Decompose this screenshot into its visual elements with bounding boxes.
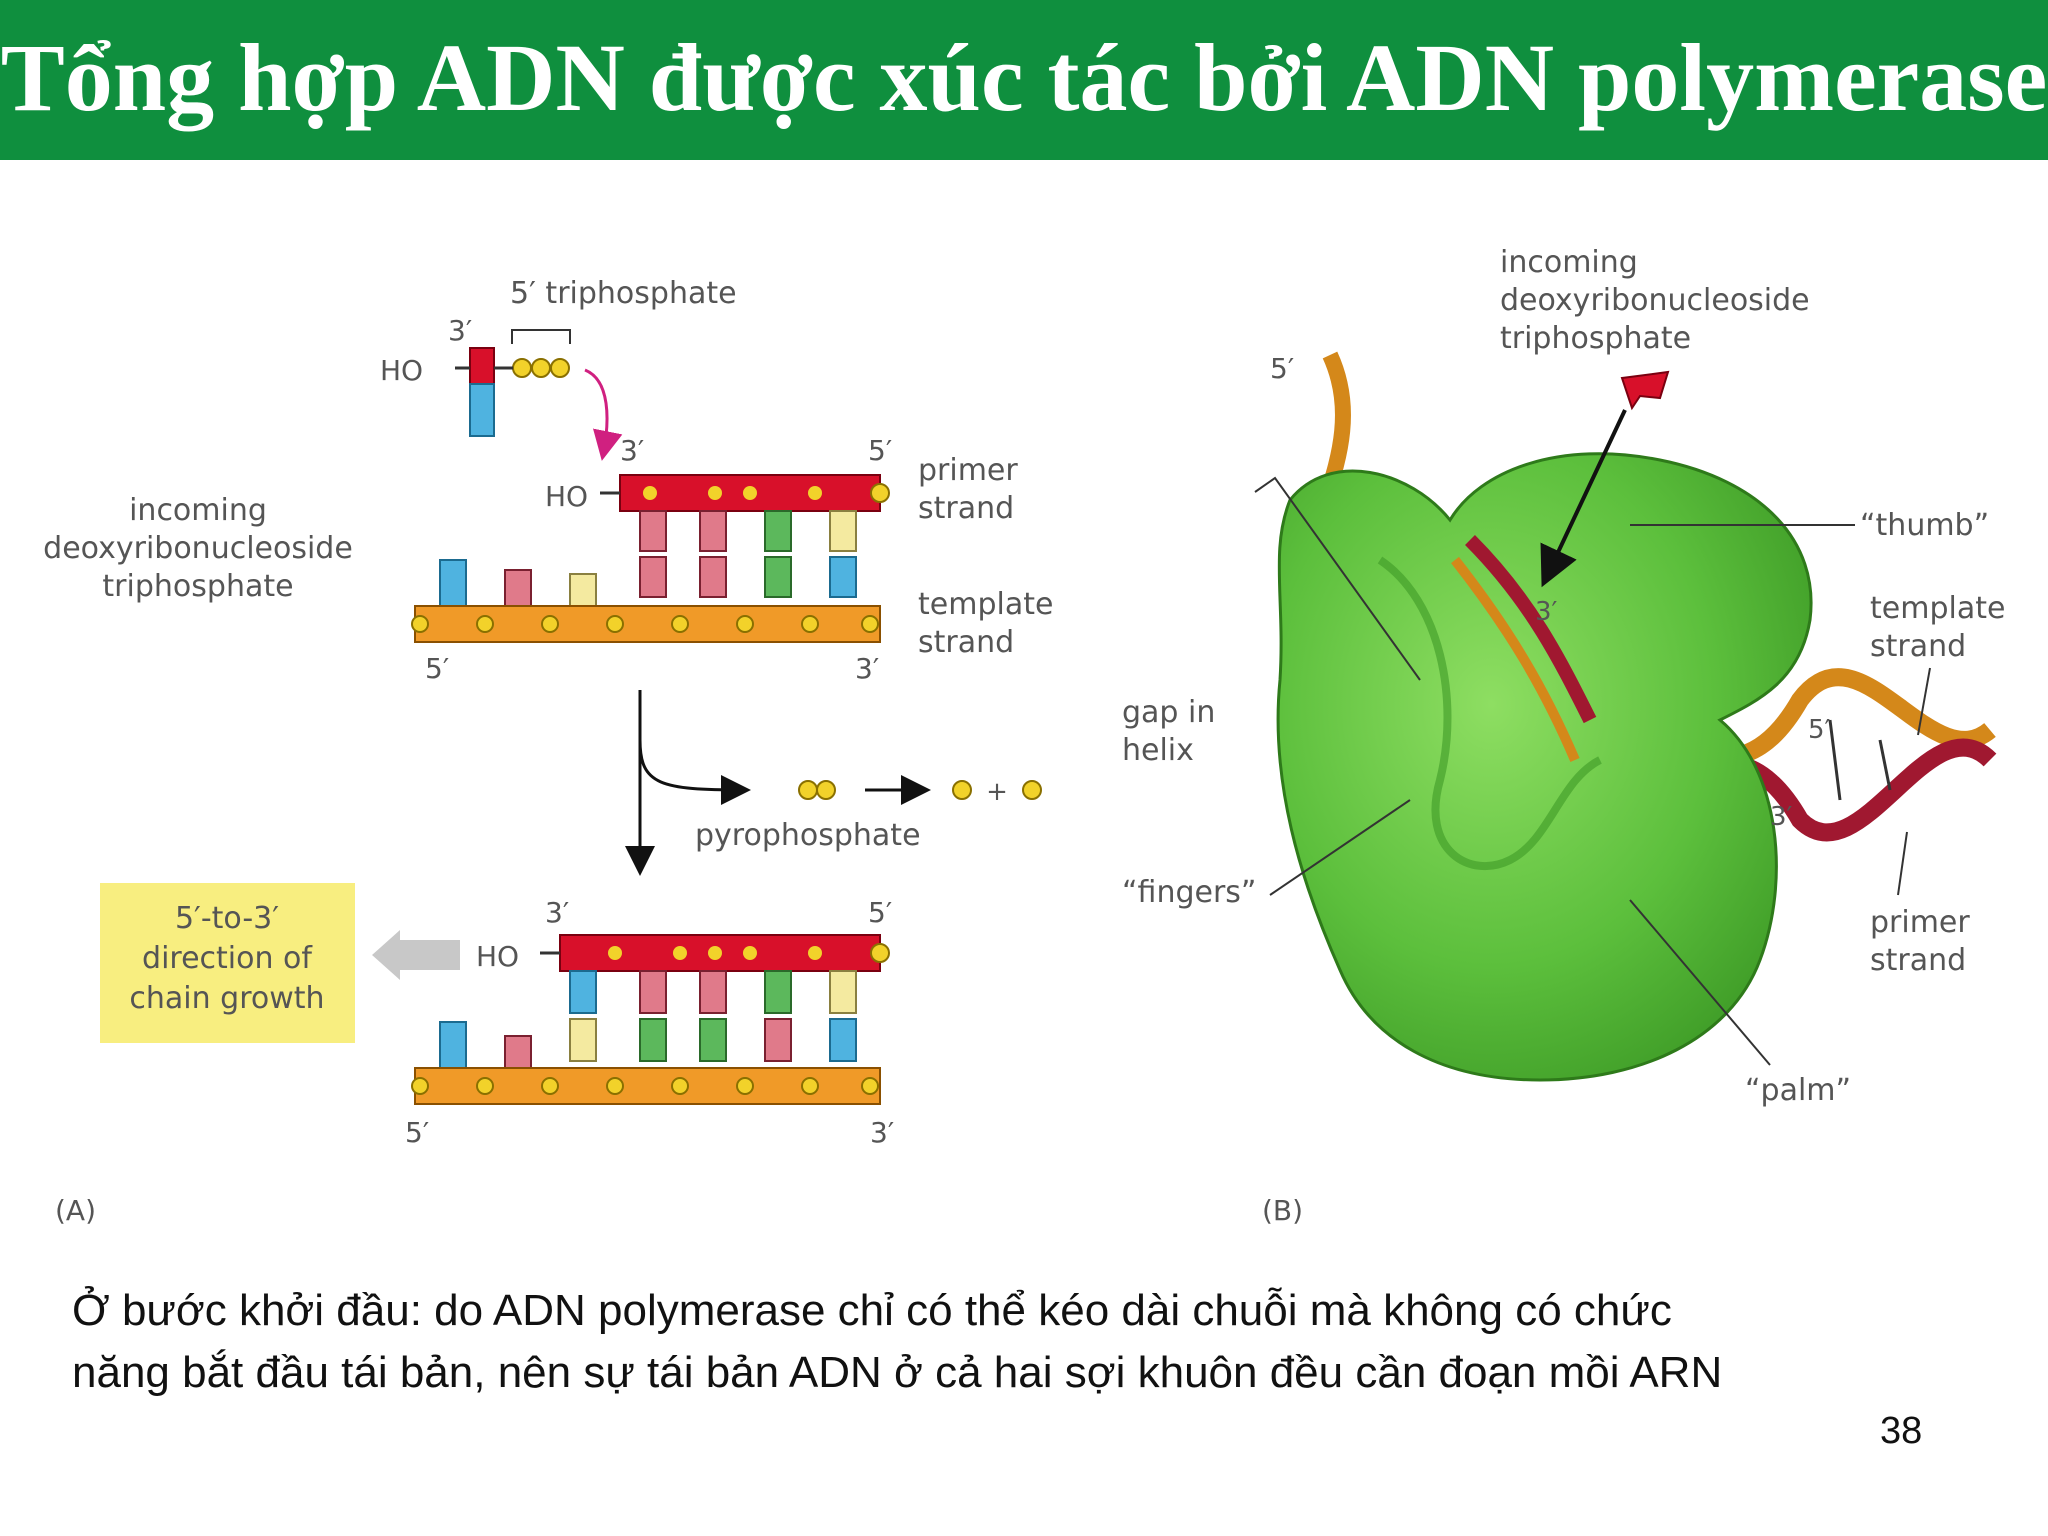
panel-a-label: (A): [55, 1194, 96, 1227]
palm-label: “palm”: [1745, 1073, 1851, 1108]
bottom-template-3prime: 3′: [870, 1116, 894, 1149]
b-incoming-line3: triphosphate: [1500, 321, 1691, 356]
bottom-primer-5prime: 5′: [868, 896, 892, 929]
plus-sign: +: [986, 777, 1008, 807]
thumb-label: “thumb”: [1860, 508, 1989, 543]
direction-line3: chain growth: [129, 981, 324, 1016]
page-number: 38: [1880, 1410, 1923, 1452]
top-primer-5prime: 5′: [868, 434, 892, 467]
b-template-line2: strand: [1870, 629, 1966, 664]
b-primer-line2: strand: [1870, 943, 1966, 978]
panel-b: incoming deoxyribonucleoside triphosphat…: [1122, 245, 2005, 1227]
incoming-label-line3: triphosphate: [102, 569, 293, 604]
polymerase-figure: 5′ triphosphate 3′ HO: [43, 245, 2005, 1227]
incoming-ho-label: HO: [380, 354, 423, 387]
primer-label-line1: primer: [918, 453, 1018, 488]
direction-line2: direction of: [142, 941, 313, 976]
incoming-triphosphate-glyph: [1620, 370, 1670, 411]
b-template-5prime: 5′: [1270, 352, 1294, 385]
b-incoming-line2: deoxyribonucleoside: [1500, 283, 1810, 318]
gap-leader: [1254, 476, 1421, 681]
direction-line1: 5′-to-3′: [175, 901, 279, 936]
polymerase-protein: [1276, 452, 1813, 1082]
addition-arrow: [584, 368, 623, 461]
template-strand-top: [411, 605, 881, 643]
caption-line1: Ở bước khởi đầu: do ADN polymerase chỉ c…: [72, 1286, 1672, 1335]
template-leader: [1917, 667, 1931, 736]
triphosphate-label: 5′ triphosphate: [510, 276, 737, 311]
incoming-label-line1: incoming: [129, 493, 267, 528]
b-template-line1: template: [1870, 591, 2005, 626]
top-template-5prime: 5′: [425, 652, 449, 685]
direction-callout: [100, 883, 355, 1043]
top-ho-label: HO: [545, 480, 588, 513]
bottom-ho-label: HO: [476, 940, 519, 973]
gap-line1: gap in: [1122, 695, 1215, 730]
incoming-nucleotide-a: [455, 329, 571, 437]
fingers-label: “fingers”: [1122, 875, 1256, 910]
slide-title: Tổng hợp ADN được xúc tác bởi ADN polyme…: [0, 24, 2048, 131]
pyrophosphate-label: pyrophosphate: [695, 818, 921, 853]
panel-a: 5′ triphosphate 3′ HO: [43, 276, 1053, 1227]
incoming-arrow: [1540, 409, 1627, 588]
incoming-3prime-label: 3′: [448, 314, 472, 347]
reaction-arrow-branch: [638, 739, 751, 805]
panel-b-label: (B): [1262, 1194, 1303, 1227]
primer-leader: [1897, 831, 1908, 896]
caption-line2: năng bắt đầu tái bản, nên sự tái bản ADN…: [72, 1348, 1723, 1397]
direction-arrow: [372, 930, 460, 980]
gap-line2: helix: [1122, 733, 1194, 768]
base-pairs-top: [439, 510, 857, 607]
incoming-label-line2: deoxyribonucleoside: [43, 531, 353, 566]
title-bar: Tổng hợp ADN được xúc tác bởi ADN polyme…: [0, 0, 2048, 160]
bottom-template-5prime: 5′: [405, 1116, 429, 1149]
template-label-line1: template: [918, 587, 1053, 622]
fingers-leader: [1269, 799, 1411, 896]
b-helix-3prime: 3′: [1770, 802, 1793, 832]
b-incoming-line1: incoming: [1500, 245, 1638, 280]
b-helix-5prime: 5′: [1808, 715, 1831, 745]
primer-label-line2: strand: [918, 491, 1014, 526]
primer-strand-bottom: [540, 934, 890, 972]
pyrophosphate-glyph: [798, 775, 1042, 805]
top-template-3prime: 3′: [855, 652, 879, 685]
b-primer-line1: primer: [1870, 905, 1970, 940]
template-strand-b-inner: [1451, 556, 1580, 762]
bottom-primer-3prime: 3′: [545, 896, 569, 929]
top-primer-3prime: 3′: [620, 434, 644, 467]
palm-leader: [1629, 899, 1771, 1066]
template-strand-bottom: [411, 1067, 881, 1105]
primer-strand-top: [600, 474, 890, 512]
slide-caption: Ở bước khởi đầu: do ADN polymerase chỉ c…: [72, 1280, 1992, 1404]
base-pairs-bottom: [439, 970, 857, 1069]
template-label-line2: strand: [918, 625, 1014, 660]
protein-cleft: [1377, 556, 1602, 871]
primer-strand-b-inner: [1465, 535, 1597, 724]
b-inner-3prime: 3′: [1535, 597, 1558, 627]
